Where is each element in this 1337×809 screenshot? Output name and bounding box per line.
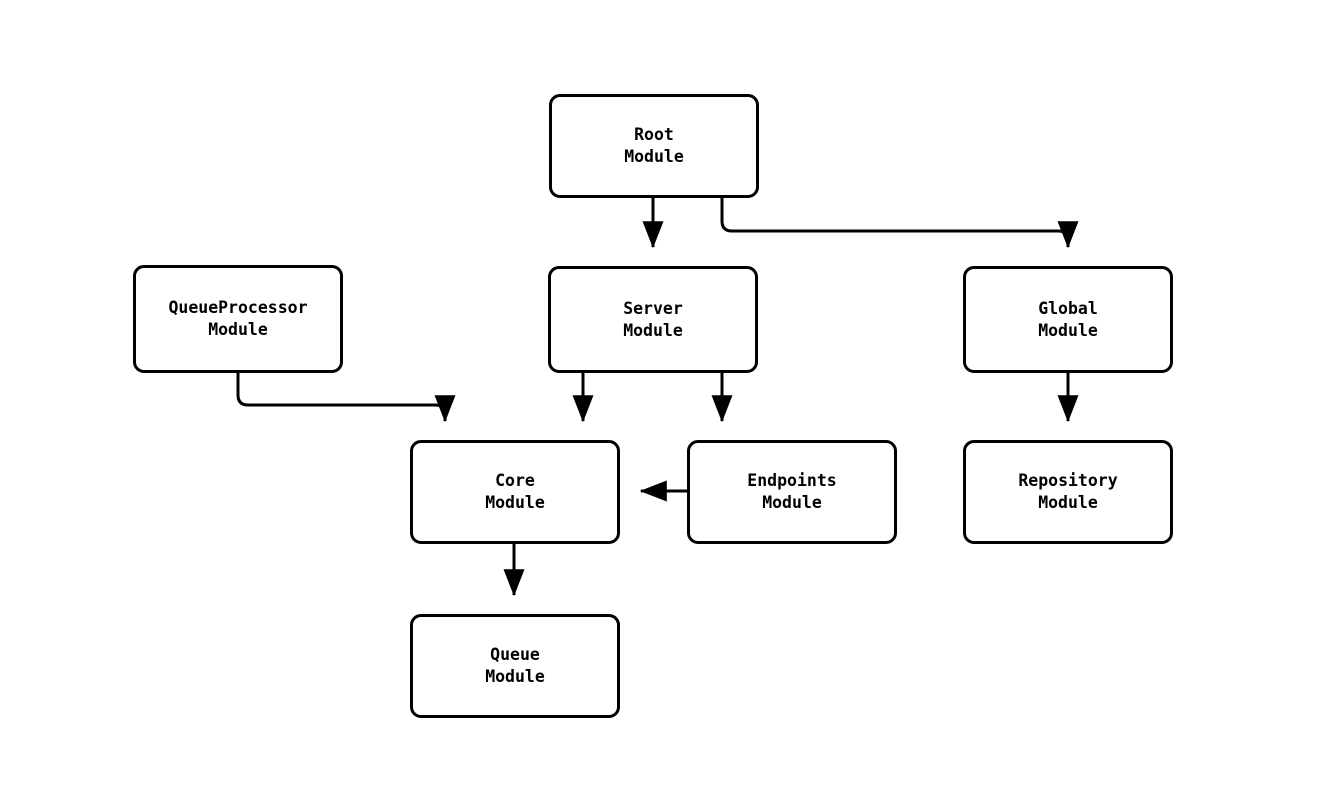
edge-queueprocessor-to-core — [236, 373, 456, 423]
node-endpoints[interactable]: Endpoints Module — [687, 440, 897, 544]
node-core[interactable]: Core Module — [410, 440, 620, 544]
node-label-repository: Repository Module — [1018, 471, 1118, 512]
node-root[interactable]: Root Module — [549, 94, 759, 198]
node-queueprocessor[interactable]: QueueProcessor Module — [133, 265, 343, 373]
node-label-server: Server Module — [623, 298, 683, 340]
edge-root-to-global — [720, 198, 1079, 249]
node-label-queue: Queue Module — [485, 645, 545, 686]
node-label-core: Core Module — [485, 471, 545, 512]
node-label-endpoints: Endpoints Module — [747, 471, 837, 512]
node-server[interactable]: Server Module — [548, 266, 758, 373]
node-repository[interactable]: Repository Module — [963, 440, 1173, 544]
node-global[interactable]: Global Module — [963, 266, 1173, 373]
node-queue[interactable]: Queue Module — [410, 614, 620, 718]
edges-group — [236, 198, 1079, 597]
node-label-global: Global Module — [1038, 298, 1098, 340]
node-label-queueprocessor: QueueProcessor Module — [168, 298, 308, 339]
node-label-root: Root Module — [624, 125, 684, 166]
